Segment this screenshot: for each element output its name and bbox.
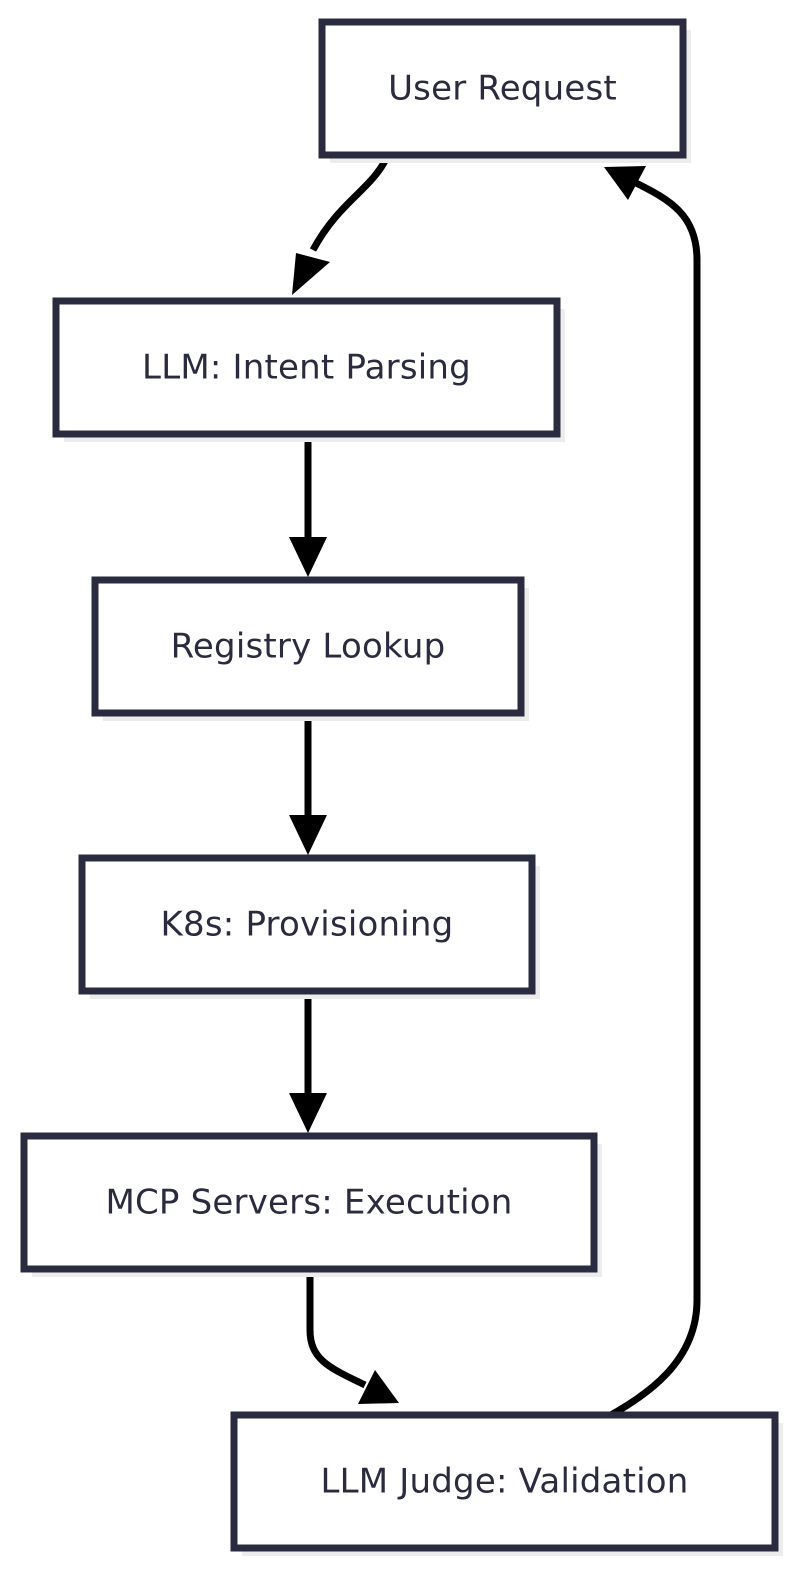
edge-k8s-provisioning-to-mcp-servers-execution (289, 991, 327, 1133)
edge-line (309, 153, 392, 252)
edge-line (596, 179, 701, 1426)
node-border (52, 297, 561, 438)
node-border (78, 854, 536, 995)
node-label-llm-judge-validation: LLM Judge: Validation (320, 1462, 688, 1502)
arrowhead-icon (289, 1093, 327, 1133)
node-border (20, 1132, 598, 1273)
node-mcp-servers-execution[interactable]: MCP Servers: Execution (20, 1132, 602, 1277)
arrowhead-icon (604, 166, 646, 200)
arrowhead-icon (289, 537, 327, 577)
node-k8s-provisioning[interactable]: K8s: Provisioning (78, 854, 540, 999)
node-border (230, 1411, 779, 1552)
node-llm-judge-validation[interactable]: LLM Judge: Validation (230, 1411, 783, 1556)
edge-llm-judge-validation-to-user-request (596, 166, 701, 1426)
node-label-llm-intent-parsing: LLM: Intent Parsing (142, 348, 471, 388)
node-label-user-request: User Request (388, 69, 617, 109)
node-registry-lookup[interactable]: Registry Lookup (91, 576, 529, 721)
edge-registry-lookup-to-k8s-provisioning (289, 713, 327, 855)
edge-mcp-servers-execution-to-llm-judge-validation (306, 1269, 399, 1404)
arrowhead-icon (358, 1370, 399, 1404)
node-label-k8s-provisioning: K8s: Provisioning (161, 905, 454, 945)
node-llm-intent-parsing[interactable]: LLM: Intent Parsing (52, 297, 565, 442)
arrowhead-icon (289, 815, 327, 855)
node-border (91, 576, 525, 717)
arrowhead-icon (292, 253, 330, 295)
node-label-mcp-servers-execution: MCP Servers: Execution (105, 1183, 512, 1223)
edge-user-request-to-llm-intent-parsing (292, 153, 392, 295)
node-border (318, 18, 687, 159)
node-label-registry-lookup: Registry Lookup (171, 627, 446, 667)
edge-line (306, 1269, 367, 1389)
node-user-request[interactable]: User Request (318, 18, 691, 163)
edge-llm-intent-parsing-to-registry-lookup (289, 434, 327, 577)
